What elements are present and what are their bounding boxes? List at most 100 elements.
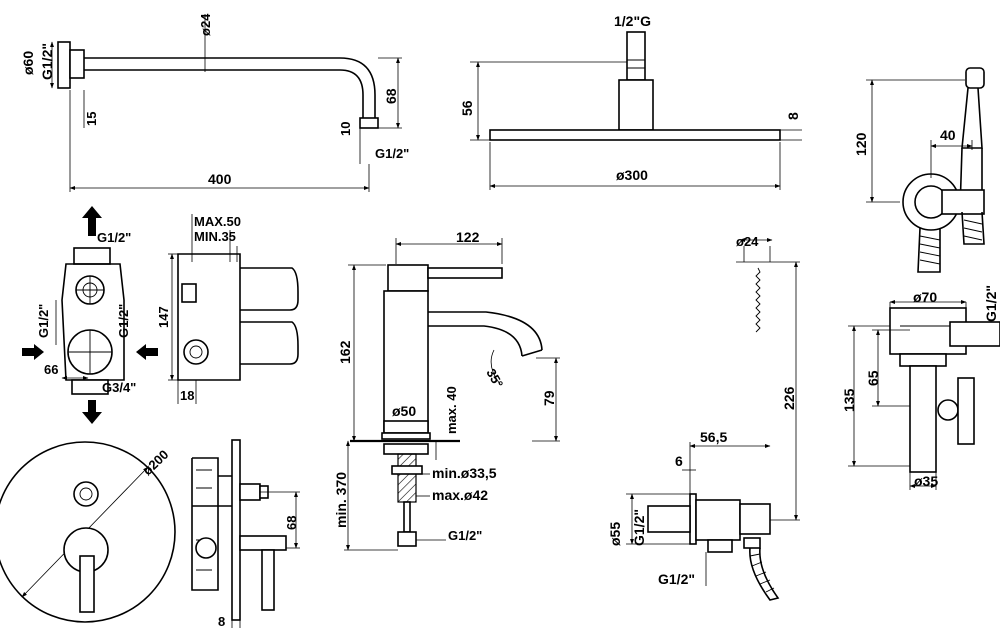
- set-wall-flange: [689, 493, 697, 545]
- mixer-body: [383, 290, 429, 432]
- angle-valve-drawing: ø70 G1/2" 65 135 ø35: [841, 285, 1000, 490]
- set-thread-left: G1/2": [631, 509, 647, 546]
- angle-valve-stem: [909, 365, 937, 473]
- dim-min35: MIN.35: [194, 229, 236, 244]
- dim-d35: ø35: [914, 473, 938, 489]
- valve-left-thread: G1/2": [36, 304, 51, 338]
- dim-min-d335: min.ø33,5: [432, 465, 497, 481]
- angle-valve-inlet: [949, 321, 1000, 347]
- dim-79: 79: [541, 390, 557, 406]
- dim-18: 18: [180, 388, 194, 403]
- dim-max50: MAX.50: [194, 214, 241, 229]
- dim-d55: ø55: [607, 522, 623, 546]
- set-holder: [739, 503, 771, 535]
- dim-angle-35: 35°: [483, 366, 506, 391]
- dim-d24: ø24: [198, 13, 213, 36]
- head-connector: [618, 79, 654, 131]
- plate-lever: [79, 555, 95, 613]
- angle-valve-handle: [957, 377, 975, 445]
- arrow-left-icon: [136, 344, 158, 360]
- dim-162: 162: [337, 340, 353, 364]
- dim-56: 56: [459, 100, 475, 116]
- plate-side-profile: [231, 439, 241, 621]
- valve-side-cartridge-bottom: [240, 321, 299, 365]
- head-thread-label: 1/2"G: [614, 13, 651, 29]
- shower-set-drawing: ø24 226 56,5 6 ø55 G1/2" G1/2": [607, 234, 800, 601]
- mixer-shank: [397, 453, 417, 503]
- dim-arm-outlet-thread: G1/2": [375, 146, 409, 161]
- valve-side-cartridge-top: [240, 267, 299, 311]
- mixer-thread: G1/2": [448, 528, 482, 543]
- arm-connector: [69, 49, 85, 79]
- dim-40: 40: [940, 127, 956, 143]
- head-disc: [489, 129, 781, 141]
- dim-max-d42: max.ø42: [432, 487, 488, 503]
- plate-side-lever: [261, 549, 275, 611]
- dim-plate-8: 8: [218, 614, 225, 629]
- arrow-right-icon: [22, 344, 44, 360]
- mixer-spout-tip: [521, 349, 543, 357]
- wall-plate-drawing: ø200: [0, 441, 176, 623]
- hose-connector: [917, 227, 941, 273]
- dim-68: 68: [383, 88, 399, 104]
- plate-side-valve: [191, 457, 232, 591]
- wall-plate-disc: [0, 441, 176, 623]
- mixer-handle-base: [387, 264, 429, 292]
- dim-400: 400: [208, 171, 232, 187]
- dim-120: 120: [853, 132, 869, 156]
- dim-max40: max. 40: [444, 386, 459, 434]
- dim-565: 56,5: [700, 429, 727, 445]
- holder-arm: [941, 189, 985, 215]
- set-elbow: [695, 499, 741, 541]
- dim-d300: ø300: [616, 167, 648, 183]
- mixer-spout-top: [428, 311, 543, 351]
- dim-66: 66: [44, 362, 58, 377]
- valve-side-port: [183, 339, 209, 365]
- dim-122: 122: [456, 229, 480, 245]
- angle-valve-knob: [937, 399, 959, 421]
- mixer-base-ring: [383, 420, 429, 434]
- hand-shower-drawing: 120 40: [853, 67, 985, 273]
- wall-plate-side-drawing: 68 8: [191, 439, 300, 629]
- dim-6: 6: [675, 453, 683, 469]
- head-thread-stem: [626, 31, 646, 81]
- valve-right-thread: G1/2": [116, 304, 131, 338]
- arm-pipe-bottom: [84, 69, 364, 118]
- dim-set-d24: ø24: [736, 234, 759, 249]
- dim-8: 8: [785, 112, 801, 120]
- dim-arm-thread: G1/2": [39, 43, 55, 80]
- dim-226: 226: [781, 386, 797, 410]
- dim-135: 135: [841, 388, 857, 412]
- set-hose: [749, 547, 780, 601]
- dim-10: 10: [338, 122, 353, 136]
- arrow-down-icon: [82, 400, 102, 424]
- mixer-spout-bottom: [428, 325, 523, 357]
- mixer-hose: [403, 501, 411, 533]
- mixer-lever: [427, 267, 503, 279]
- set-wall-connector: [647, 505, 691, 533]
- dim-15: 15: [84, 112, 99, 126]
- valve-side-body: [177, 253, 241, 381]
- set-thread-bottom: G1/2": [658, 571, 695, 587]
- dim-min370: min. 370: [333, 472, 349, 528]
- dim-d50: ø50: [392, 403, 416, 419]
- dim-147: 147: [156, 306, 171, 328]
- basin-mixer-drawing: 122 162 35° 79 max. 40 ø50 min. 370 min.…: [333, 229, 560, 551]
- arrow-up-icon: [82, 206, 102, 236]
- valve-top-thread: G1/2": [97, 230, 131, 245]
- valve-body-front-drawing: G1/2" G1/2" G1/2" 66 G3/4": [22, 206, 158, 424]
- dim-d60: ø60: [20, 51, 36, 75]
- valve-bottom-thread: G3/4": [102, 380, 136, 395]
- hand-shower-head: [965, 67, 985, 89]
- dim-d70: ø70: [913, 289, 937, 305]
- angle-valve-thread: G1/2": [983, 285, 999, 322]
- arm-pipe-top: [84, 57, 376, 118]
- arm-outlet: [359, 117, 379, 129]
- hand-shower-body: [961, 87, 983, 149]
- dim-d200: ø200: [140, 447, 172, 478]
- arm-wall-flange: [57, 41, 71, 89]
- plate-side-knob: [239, 535, 287, 551]
- valve-body-outline: [61, 263, 125, 381]
